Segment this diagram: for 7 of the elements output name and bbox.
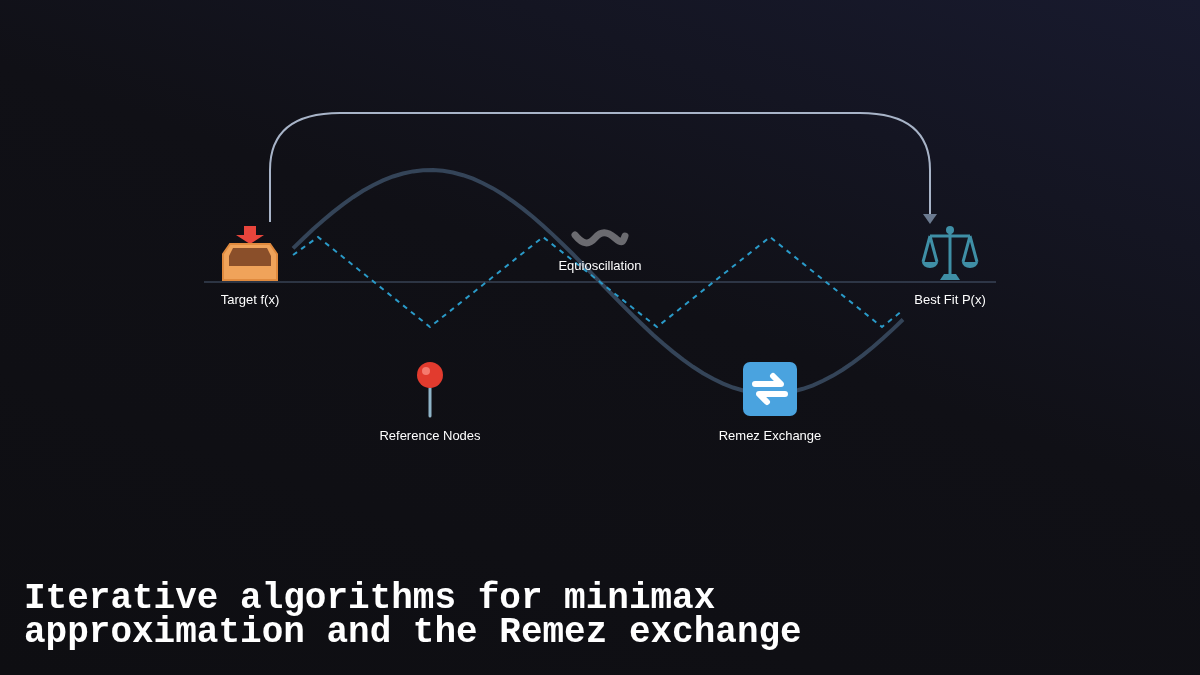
node-label: Reference Nodes bbox=[379, 427, 481, 445]
node-label: Remez Exchange bbox=[718, 427, 822, 445]
node-label: Equioscillation bbox=[558, 257, 642, 275]
node-label: Best Fit P(x) bbox=[914, 291, 986, 309]
node-label: Target f(x) bbox=[220, 291, 280, 309]
title: Iterative algorithms for minimax approximation and the Remez exchange bbox=[24, 582, 803, 650]
curved-arrow bbox=[269, 112, 937, 224]
